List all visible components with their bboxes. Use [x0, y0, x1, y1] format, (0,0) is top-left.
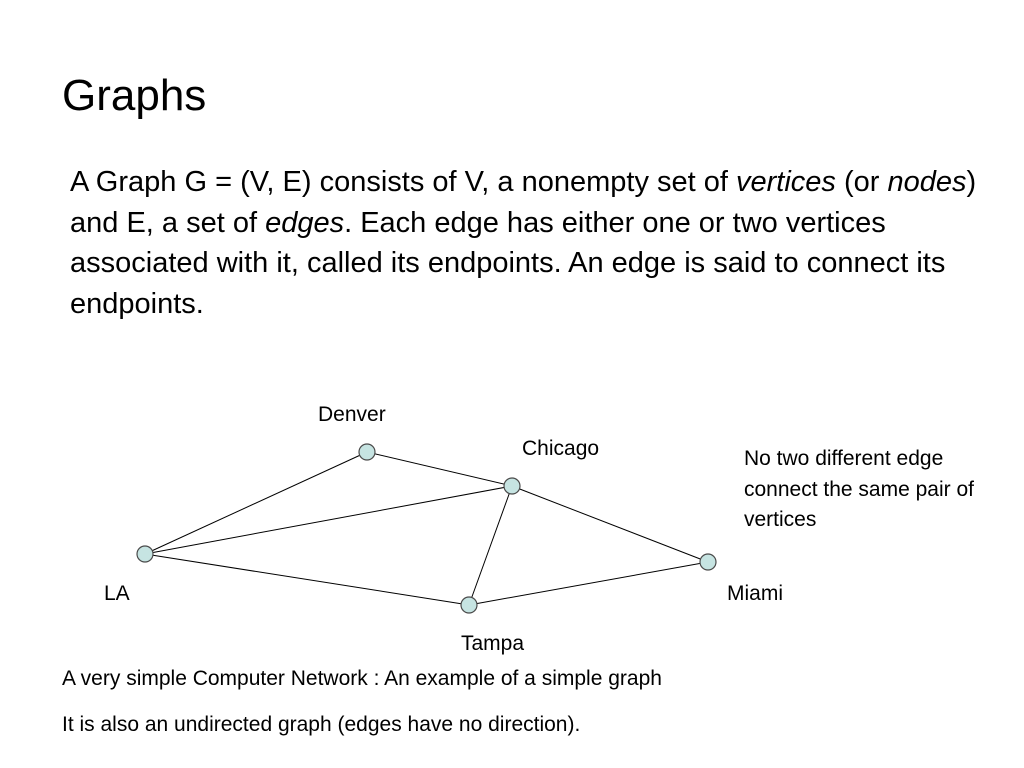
edge-tampa-miami [468, 561, 709, 606]
definition-text-3: ) and E, a set of [70, 166, 977, 239]
edge-chicago-la [144, 485, 513, 555]
edge-chicago-tampa [468, 485, 513, 606]
side-note: No two different edge connect the same p… [744, 447, 974, 531]
definition-term-vertices: vertices [736, 166, 836, 198]
node-label-miami: Miami [727, 582, 783, 605]
graph-edges [144, 451, 709, 606]
node-label-tampa: Tampa [461, 632, 525, 655]
node-label-denver: Denver [318, 403, 386, 426]
graph-nodes [136, 443, 717, 614]
edge-denver-la [144, 451, 368, 555]
definition-term-edges: edges [265, 206, 345, 239]
edge-chicago-miami [511, 485, 709, 563]
definition-paragraph: A Graph G = (V, E) consists of V, a none… [70, 162, 1000, 324]
definition-term-nodes: nodes [887, 166, 967, 198]
definition-text-1: A Graph G = (V, E) consists of V, a none… [70, 166, 737, 198]
node-label-la: LA [104, 582, 130, 605]
caption-undirected: It is also an undirected graph (edges ha… [62, 713, 581, 736]
definition-text-2: (or [835, 166, 888, 198]
node-denver [358, 443, 376, 461]
node-miami [699, 553, 717, 571]
node-chicago [503, 477, 521, 495]
edge-denver-chicago [366, 451, 513, 487]
node-label-chicago: Chicago [522, 437, 600, 460]
node-la [136, 545, 154, 563]
node-tampa [460, 596, 478, 614]
edge-la-tampa [144, 553, 470, 606]
definition-text-4: . Each edge has either one or two vertic… [70, 206, 946, 320]
slide-title: Graphs [62, 71, 207, 120]
caption-network: A very simple Computer Network : An exam… [62, 667, 662, 690]
